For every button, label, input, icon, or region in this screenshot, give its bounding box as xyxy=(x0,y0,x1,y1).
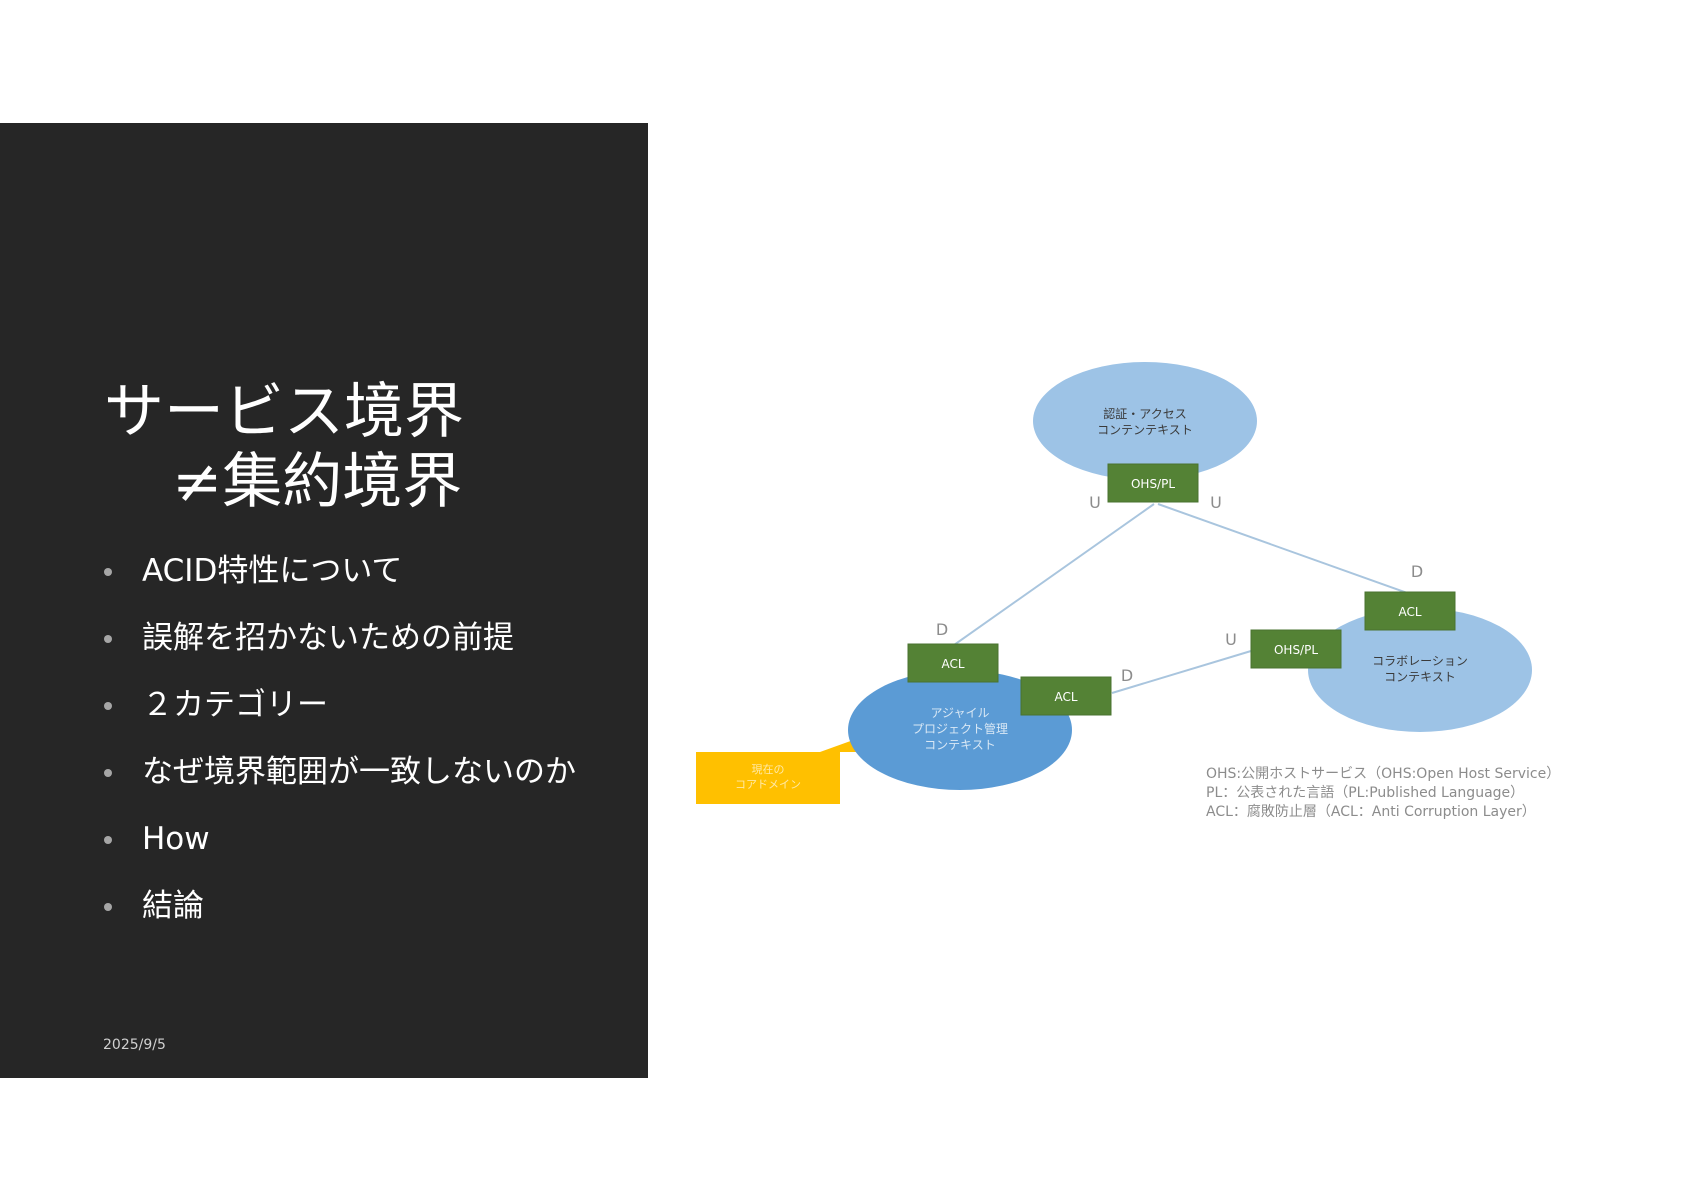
bullet-dot-icon xyxy=(104,903,112,911)
collab-ohs-pl-label: OHS/PL xyxy=(1274,643,1318,657)
bullet-item: 誤解を招かないための前提 xyxy=(100,605,576,672)
agile-acl-top-label: ACL xyxy=(941,657,964,671)
bullet-item: ACID特性について xyxy=(100,538,576,605)
marker-d-agile-top: D xyxy=(936,620,948,639)
bullet-text: ACID特性について xyxy=(142,553,403,589)
auth-ohs-pl-box xyxy=(1107,463,1199,503)
agile-context-ellipse xyxy=(848,670,1072,790)
collab-ohs-pl-box xyxy=(1250,629,1342,669)
bullet-item: How xyxy=(100,806,576,873)
bullet-item: ２カテゴリー xyxy=(100,672,576,739)
slide-date: 2025/9/5 xyxy=(103,1037,166,1053)
collab-context-label-line1: コラボレーション xyxy=(1372,654,1468,668)
dark-title-panel xyxy=(0,123,648,1078)
agile-acl-right-box xyxy=(1020,676,1112,716)
marker-u-auth-right: U xyxy=(1210,493,1222,512)
legend-line-pl: PL：公表された言語（PL:Published Language） xyxy=(1206,785,1524,801)
agile-acl-right-label: ACL xyxy=(1054,690,1077,704)
bullet-dot-icon xyxy=(104,568,112,576)
bullet-dot-icon xyxy=(104,769,112,777)
collab-acl-label: ACL xyxy=(1398,605,1421,619)
bullet-text: 誤解を招かないための前提 xyxy=(142,620,514,656)
marker-u-collab-left: U xyxy=(1225,630,1237,649)
bullet-dot-icon xyxy=(104,635,112,643)
slide-title: サービス境界 ≠集約境界 xyxy=(104,377,464,517)
auth-context-label-line1: 認証・アクセス xyxy=(1103,406,1186,421)
bullet-item: 結論 xyxy=(100,873,576,940)
bullet-text: How xyxy=(142,821,210,857)
auth-context-ellipse xyxy=(1033,362,1257,480)
bullet-list: ACID特性について 誤解を招かないための前提 ２カテゴリー なぜ境界範囲が一致… xyxy=(100,538,576,940)
bullet-text: なぜ境界範囲が一致しないのか xyxy=(142,754,576,790)
agile-context-label-line3: コンテキスト xyxy=(924,738,996,752)
bullet-text: ２カテゴリー xyxy=(142,687,328,723)
collab-acl-box xyxy=(1364,591,1456,631)
marker-d-collab-top: D xyxy=(1411,562,1423,581)
agile-context-label-line1: アジャイル xyxy=(931,706,990,720)
collab-context-label-line2: コンテキスト xyxy=(1384,670,1456,684)
context-map-diagram: 現在の コアドメイン 認証・アクセス コンテンテキスト コラボレーション コンテ… xyxy=(696,362,1560,820)
agile-acl-top-box xyxy=(907,643,999,683)
slide-title-line2: ≠集約境界 xyxy=(172,447,463,517)
auth-ohs-pl-label: OHS/PL xyxy=(1131,477,1175,491)
core-domain-callout xyxy=(696,752,840,804)
collab-context-ellipse xyxy=(1308,608,1532,732)
auth-context-label-line2: コンテンテキスト xyxy=(1097,423,1193,437)
connector-auth-agile xyxy=(953,503,1155,646)
bullet-item: なぜ境界範囲が一致しないのか xyxy=(100,739,576,806)
legend-line-ohs: OHS:公開ホストサービス（OHS:Open Host Service） xyxy=(1206,766,1560,782)
legend-line-acl: ACL：腐敗防止層（ACL：Anti Corruption Layer） xyxy=(1206,803,1536,820)
marker-u-auth-left: U xyxy=(1089,493,1101,512)
bullet-dot-icon xyxy=(104,836,112,844)
marker-d-agile-right: D xyxy=(1121,666,1133,685)
connector-auth-collab xyxy=(1157,503,1411,595)
core-domain-callout-line1: 現在の xyxy=(752,763,785,776)
connector-agile-collab xyxy=(1111,650,1252,694)
slide-title-line1: サービス境界 xyxy=(104,377,464,447)
bullet-text: 結論 xyxy=(142,888,204,924)
core-domain-callout-line2: コアドメイン xyxy=(735,778,801,791)
bullet-dot-icon xyxy=(104,702,112,710)
agile-context-label-line2: プロジェクト管理 xyxy=(912,721,1008,736)
